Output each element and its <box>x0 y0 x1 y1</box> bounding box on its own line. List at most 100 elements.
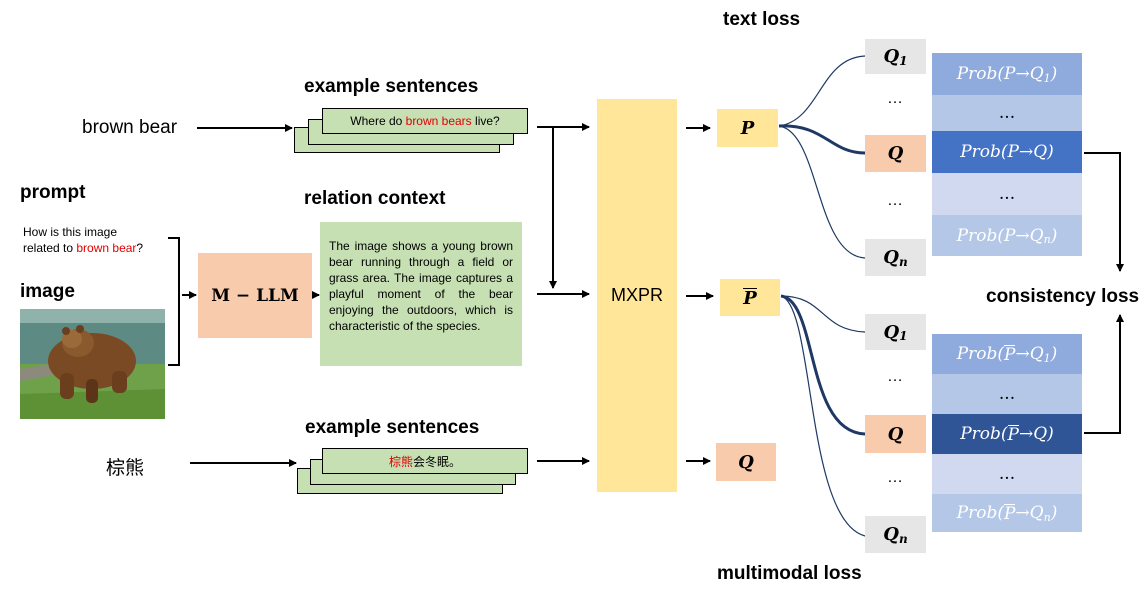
prob-close: ) <box>1050 225 1058 246</box>
prob-sub: 1 <box>1043 351 1051 365</box>
prob-word: Prob <box>960 424 1001 444</box>
example-top-suffix: live? <box>471 114 500 128</box>
curve-p-to-q <box>778 124 866 155</box>
prob-close: ) <box>1050 64 1058 84</box>
node-qn-bottom-letter: Q <box>883 524 899 545</box>
prompt-text: How is this image related to brown bear? <box>23 224 143 256</box>
english-word-label: brown bear <box>82 117 178 138</box>
node-qn-bottom-sub: n <box>898 531 908 546</box>
prompt-highlight: brown bear <box>76 241 137 255</box>
node-q1-top-sub: 1 <box>899 53 908 68</box>
ellipsis-bottom-q-2: … <box>887 469 903 486</box>
node-q-bottom: Q <box>716 443 776 481</box>
mxpr-box: MXPR <box>597 99 677 492</box>
prob-close: ) <box>1047 424 1054 444</box>
prob-p: P <box>1007 142 1019 162</box>
relation-context-box: The image shows a young brown bear runni… <box>320 222 522 366</box>
prob-open: ( <box>997 503 1004 523</box>
prob-close: ) <box>1050 344 1058 364</box>
prob-word: Prob <box>956 64 998 84</box>
prob-open: ( <box>1000 142 1008 162</box>
prob-arrow: → <box>1015 344 1030 364</box>
node-p: P <box>717 109 778 147</box>
prob-ellipsis-bottom-2: ... <box>932 454 1082 494</box>
example-top-prefix: Where do <box>350 114 406 128</box>
prob-q: Q <box>1033 424 1048 444</box>
prob-ellipsis: ... <box>998 184 1016 204</box>
prob-q: Q <box>1029 503 1044 523</box>
prob-arrow: → <box>1018 424 1034 444</box>
node-q1-top-letter: Q <box>883 46 900 67</box>
prob-ellipsis: ... <box>998 103 1016 123</box>
example-sentences-heading-top: example sentences <box>304 76 479 97</box>
brown-bear-photo <box>20 309 165 419</box>
node-qn-top-sub: n <box>898 254 908 269</box>
prob-pbar-q: Prob(P→Q) <box>932 414 1082 454</box>
example-card-bottom: 棕熊会冬眠。 <box>322 448 528 474</box>
node-q-top: Q <box>865 135 926 172</box>
prompt-line-1: How is this image <box>23 225 118 239</box>
prob-ellipsis: ... <box>998 384 1016 404</box>
prob-word: Prob <box>956 503 998 523</box>
prob-open: ( <box>997 225 1004 246</box>
curve-p-to-q1 <box>778 55 866 127</box>
mllm-box: M − LLM <box>198 253 312 338</box>
prob-q: Q <box>1029 344 1044 364</box>
relation-context-heading: relation context <box>304 188 446 209</box>
example-card-top: Where do brown bears live? <box>322 108 528 134</box>
prompt-line-2: related to brown bear? <box>23 240 143 256</box>
input-bracket <box>168 237 180 366</box>
ellipsis-bottom-q-1: … <box>887 368 903 385</box>
curve-pbar-to-qn <box>780 295 866 537</box>
prompt-heading: prompt <box>20 182 86 203</box>
prob-p-q: Prob(P→Q) <box>932 131 1082 173</box>
prob-q: Q <box>1029 64 1044 84</box>
node-qn-top-letter: Q <box>883 247 899 268</box>
image-heading: image <box>20 281 75 302</box>
multimodal-loss-heading: multimodal loss <box>717 563 862 584</box>
prob-ellipsis-bottom-1: ... <box>932 374 1082 414</box>
prob-sub: n <box>1043 233 1051 246</box>
prob-arrow: → <box>1015 225 1030 246</box>
example-sentences-heading-bottom: example sentences <box>305 417 480 438</box>
prob-word: Prob <box>960 142 1001 162</box>
example-bottom-highlight: 棕熊 <box>388 454 413 469</box>
prob-open: ( <box>997 64 1005 84</box>
prob-pbar: P <box>1003 503 1016 524</box>
prob-pbar: P <box>1007 424 1019 445</box>
prob-ellipsis-top-1: ... <box>932 95 1082 131</box>
prob-close: ) <box>1047 142 1054 162</box>
curve-p-to-qn <box>778 125 866 259</box>
prob-open: ( <box>997 344 1005 364</box>
curve-pbar-to-q1 <box>780 295 866 333</box>
prob-ellipsis-top-2: ... <box>932 173 1082 215</box>
node-q1-bottom-sub: 1 <box>899 329 908 343</box>
prob-word: Prob <box>956 225 998 246</box>
ellipsis-top-q-2: … <box>887 192 903 209</box>
node-pbar: P <box>720 279 780 316</box>
prompt-line-2-prefix: related to <box>23 241 77 255</box>
prob-sub: n <box>1043 510 1051 524</box>
example-top-highlight: brown bears <box>405 114 472 128</box>
prompt-line-2-suffix: ? <box>136 241 144 255</box>
prob-ellipsis: ... <box>998 464 1016 484</box>
node-q-middle: Q <box>865 415 926 453</box>
prob-arrow: → <box>1015 503 1030 523</box>
prob-p: P <box>1003 225 1016 246</box>
prob-close: ) <box>1050 503 1058 523</box>
prob-arrow: → <box>1018 142 1034 162</box>
prob-pbar: P <box>1004 344 1016 365</box>
prob-q: Q <box>1033 142 1048 162</box>
chinese-word-label: 棕熊 <box>106 458 145 479</box>
curve-pbar-to-q <box>780 294 866 436</box>
